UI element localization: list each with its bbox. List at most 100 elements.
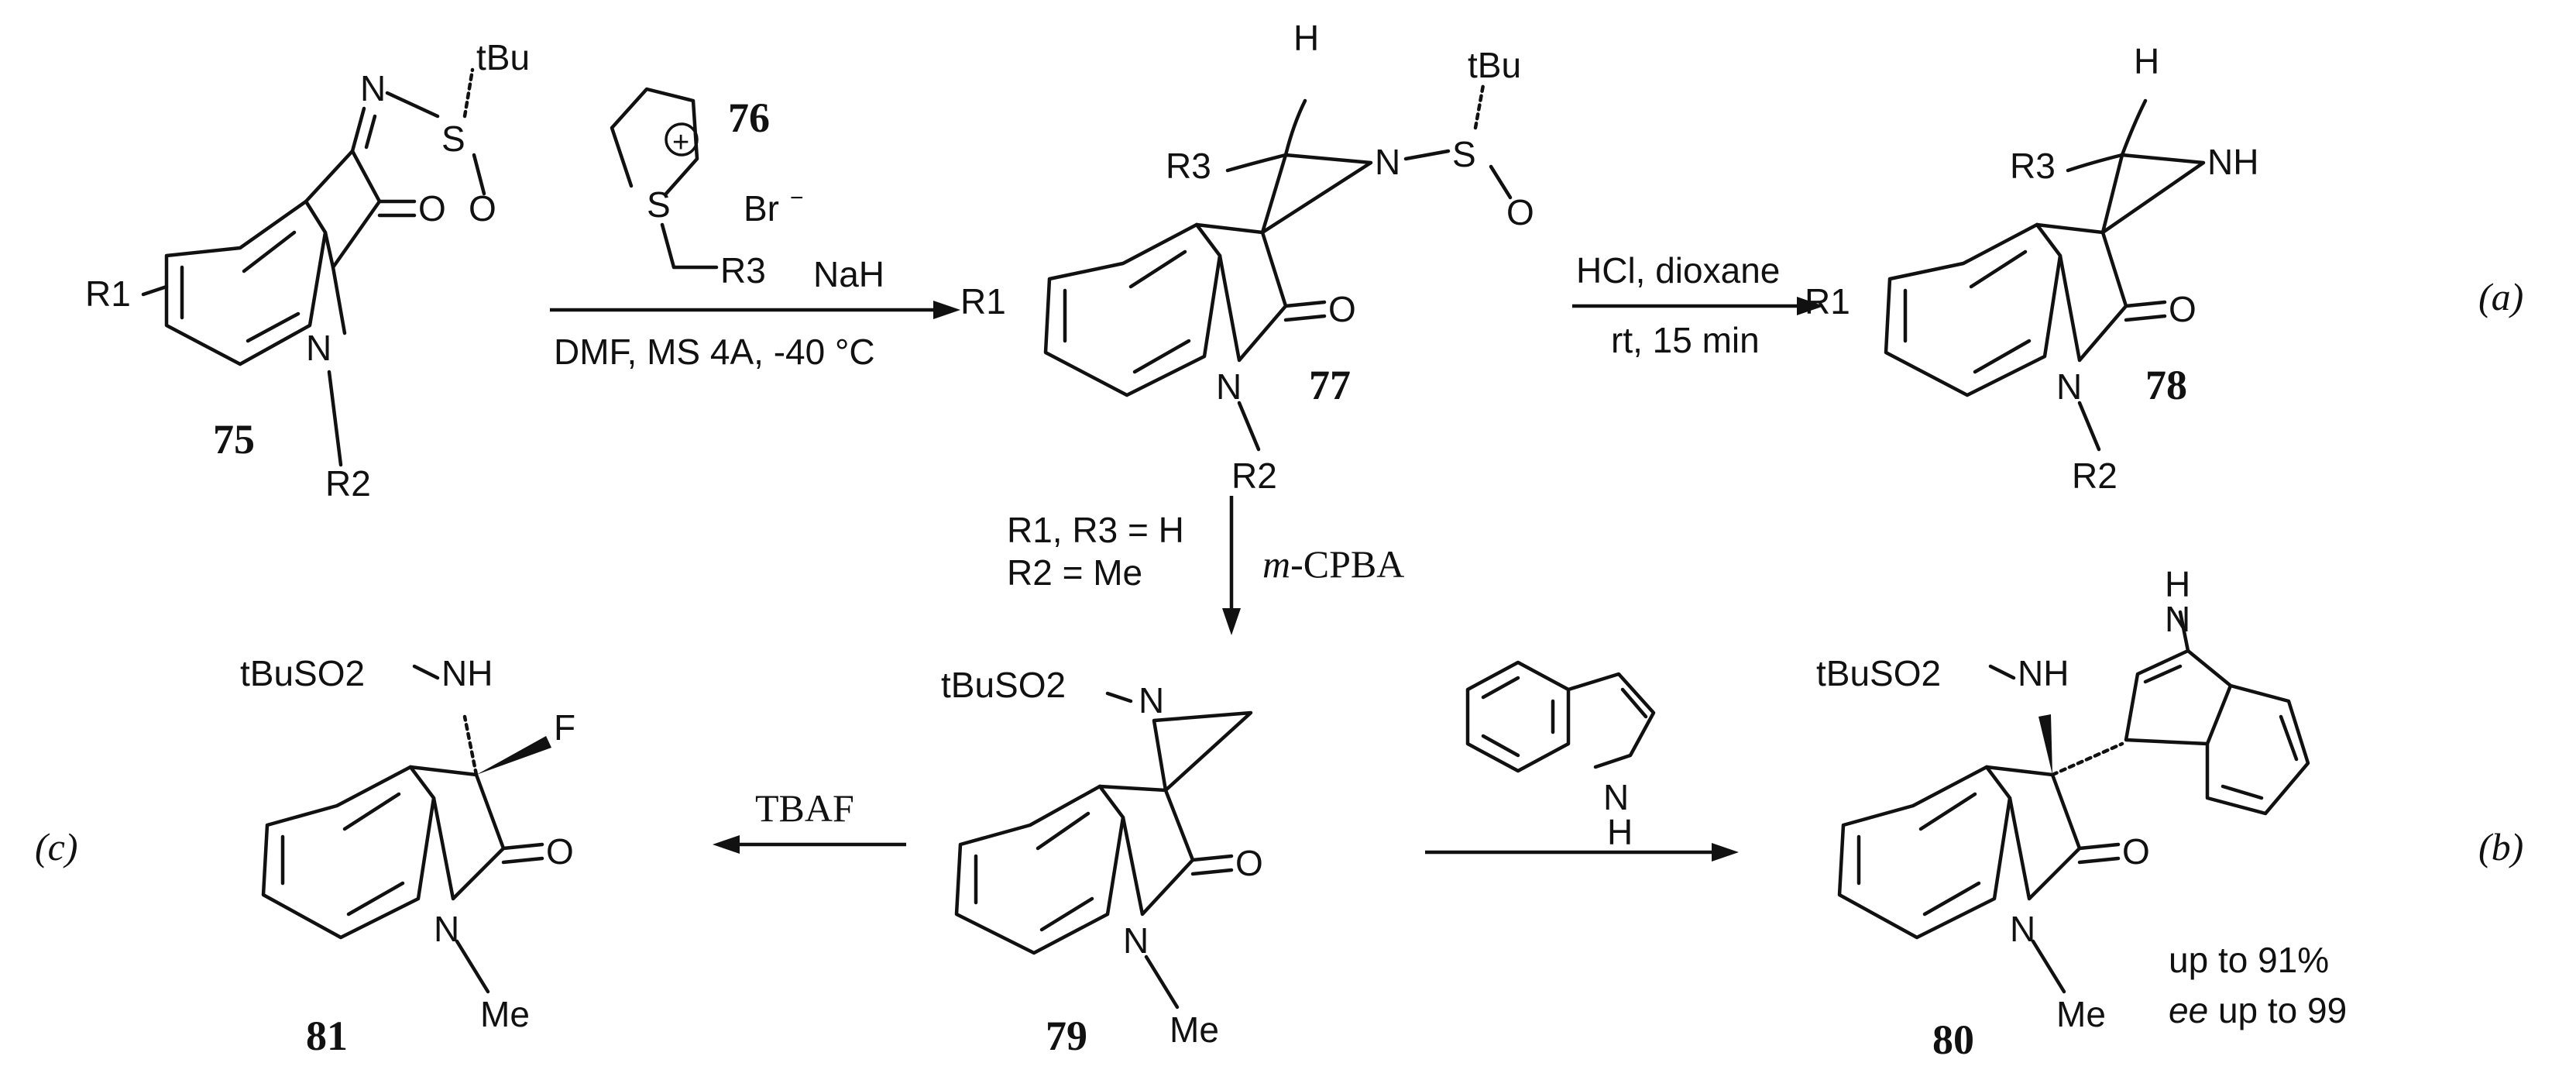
c77-ring-N: N bbox=[1216, 366, 1242, 407]
c80-NMe-bond bbox=[2031, 939, 2066, 994]
c75-N: N bbox=[360, 68, 386, 108]
c80-benzene-ring bbox=[1837, 765, 2012, 940]
step1-bottom-label: DMF, MS 4A, -40 °C bbox=[554, 332, 875, 372]
c80-ee: ee up to 99 bbox=[2169, 990, 2347, 1030]
compound-77: H R3 N S O tBu O N R1 R2 77 bbox=[960, 18, 1534, 496]
compound-78: H R3 NH O N R1 R2 78 bbox=[1805, 41, 2258, 496]
c80-indole-H: H bbox=[2165, 564, 2190, 604]
c80-S-NH-bond bbox=[1988, 664, 2016, 680]
c79-carbonyl bbox=[1190, 854, 1234, 876]
c77-StBu-hash bbox=[1473, 83, 1485, 130]
c79-NMe-bond bbox=[1144, 954, 1180, 1009]
c78-R1: R1 bbox=[1805, 281, 1850, 322]
c75-NR2-bond bbox=[331, 265, 347, 335]
c81-number: 81 bbox=[306, 1013, 348, 1059]
c77-carbonyl bbox=[1283, 300, 1327, 322]
c80-tBuSO2: tBuSO2 bbox=[1816, 653, 1941, 693]
c80-indolyl-benzene-inner bbox=[2221, 714, 2299, 800]
c77-benzene-ring bbox=[1043, 222, 1222, 397]
arrow-step3-head bbox=[1222, 608, 1241, 635]
c78-carbonyl bbox=[2124, 300, 2167, 322]
c75-O: O bbox=[469, 188, 496, 229]
c79-Me: Me bbox=[1170, 1009, 1219, 1050]
c78-benzene-ring bbox=[1884, 222, 2063, 397]
route-label-c: (c) bbox=[35, 825, 78, 868]
c78-ring-N: N bbox=[2056, 366, 2082, 407]
arrow-step2: HCl, dioxane rt, 15 min bbox=[1572, 250, 1824, 360]
arrow-to-80 bbox=[1425, 843, 1739, 862]
c79-aziridine bbox=[1152, 710, 1253, 793]
compound-79: tBuSO2 N O N Me 79 bbox=[941, 665, 1263, 1059]
c75-carbonyl-O: O bbox=[418, 188, 446, 229]
arrow-step3: R1, R3 = H R2 = Me m-CPBA bbox=[1007, 496, 1404, 635]
route-label-a: (a) bbox=[2478, 275, 2523, 318]
c80-carbonyl-O: O bbox=[2122, 831, 2150, 872]
c80-NH: NH bbox=[2018, 653, 2069, 693]
c78-benzene-inner-bonds bbox=[1903, 249, 2032, 374]
step2-top-label: HCl, dioxane bbox=[1576, 250, 1780, 291]
c80-ee-prefix: ee bbox=[2169, 990, 2208, 1030]
c79-tBuSO2: tBuSO2 bbox=[941, 665, 1066, 705]
c76-plus-circle bbox=[665, 122, 699, 156]
c77-N: N bbox=[1375, 142, 1400, 182]
arrow-to-80-head bbox=[1712, 843, 1739, 862]
c75-N-R2-link bbox=[327, 370, 343, 467]
c77-number: 77 bbox=[1309, 362, 1351, 408]
c80-yield: up to 91% bbox=[2169, 940, 2329, 980]
c75-SO-bond bbox=[472, 153, 486, 196]
c81-NH: NH bbox=[441, 653, 493, 693]
reagent-indole: N H bbox=[1465, 660, 1656, 852]
c77-NR2-bond bbox=[1237, 401, 1261, 452]
c78-R3-wiggle bbox=[2066, 153, 2124, 173]
c79-N: N bbox=[1139, 680, 1164, 721]
c75-benzene-ring bbox=[164, 199, 328, 366]
c75-R1-wiggle bbox=[141, 284, 169, 297]
c77-H: H bbox=[1293, 18, 1319, 58]
c78-aziridine bbox=[2100, 153, 2206, 235]
compound-81: tBuSO2 NH F O N Me 81 bbox=[240, 653, 575, 1059]
c77-carbonyl-O: O bbox=[1328, 289, 1356, 329]
step3-reagent-prefix: m bbox=[1262, 542, 1290, 586]
c80-number: 80 bbox=[1932, 1016, 1974, 1063]
c75-five-ring bbox=[304, 149, 382, 270]
c77-NS-bond bbox=[1403, 149, 1451, 161]
indole-N: N bbox=[1603, 777, 1629, 817]
indole-H: H bbox=[1607, 812, 1633, 852]
c78-number: 78 bbox=[2145, 362, 2187, 408]
c79-ring-N: N bbox=[1123, 920, 1149, 961]
c81-benzene-inner-bonds bbox=[280, 792, 405, 917]
c78-H-wiggle bbox=[2120, 98, 2148, 157]
c75-carbonyl bbox=[377, 199, 417, 218]
arrow-step2-head bbox=[1797, 297, 1824, 315]
c81-F: F bbox=[554, 707, 575, 748]
c78-NR2-bond bbox=[2077, 401, 2101, 452]
c76-R3: R3 bbox=[720, 250, 766, 291]
c80-Me: Me bbox=[2056, 994, 2106, 1034]
c80-indolyl-hash bbox=[2050, 741, 2124, 777]
c80-carbonyl bbox=[2077, 842, 2121, 865]
c75-benzene-inner-bonds bbox=[180, 230, 301, 343]
c76-CH2-bond bbox=[660, 222, 719, 270]
c77-SO-bond bbox=[1489, 164, 1513, 200]
c76-ring bbox=[610, 87, 699, 196]
step2-bottom-label: rt, 15 min bbox=[1611, 320, 1760, 360]
c77-H-wiggle bbox=[1283, 98, 1307, 157]
indole-pyrrole-double bbox=[1620, 687, 1648, 719]
c81-Me: Me bbox=[480, 994, 530, 1034]
c80-indolyl-pyrrole bbox=[2124, 648, 2233, 746]
c81-carbonyl-O: O bbox=[546, 831, 574, 872]
c79-benzene-ring bbox=[954, 784, 1125, 955]
c80-indole-N: N bbox=[2165, 599, 2190, 639]
c75-S: S bbox=[441, 119, 465, 159]
step3-reagent: m-CPBA bbox=[1262, 542, 1404, 586]
c78-H: H bbox=[2134, 41, 2159, 81]
c78-NH: NH bbox=[2207, 142, 2258, 182]
c78-R2: R2 bbox=[2072, 456, 2117, 496]
c81-benzene-ring bbox=[261, 765, 436, 940]
c81-carbonyl bbox=[501, 842, 544, 865]
arrow-step1: NaH DMF, MS 4A, -40 °C bbox=[550, 254, 960, 372]
c81-tBuSO2: tBuSO2 bbox=[240, 653, 365, 693]
c78-R3: R3 bbox=[2010, 146, 2056, 186]
c81-NMe-bond bbox=[455, 939, 490, 994]
